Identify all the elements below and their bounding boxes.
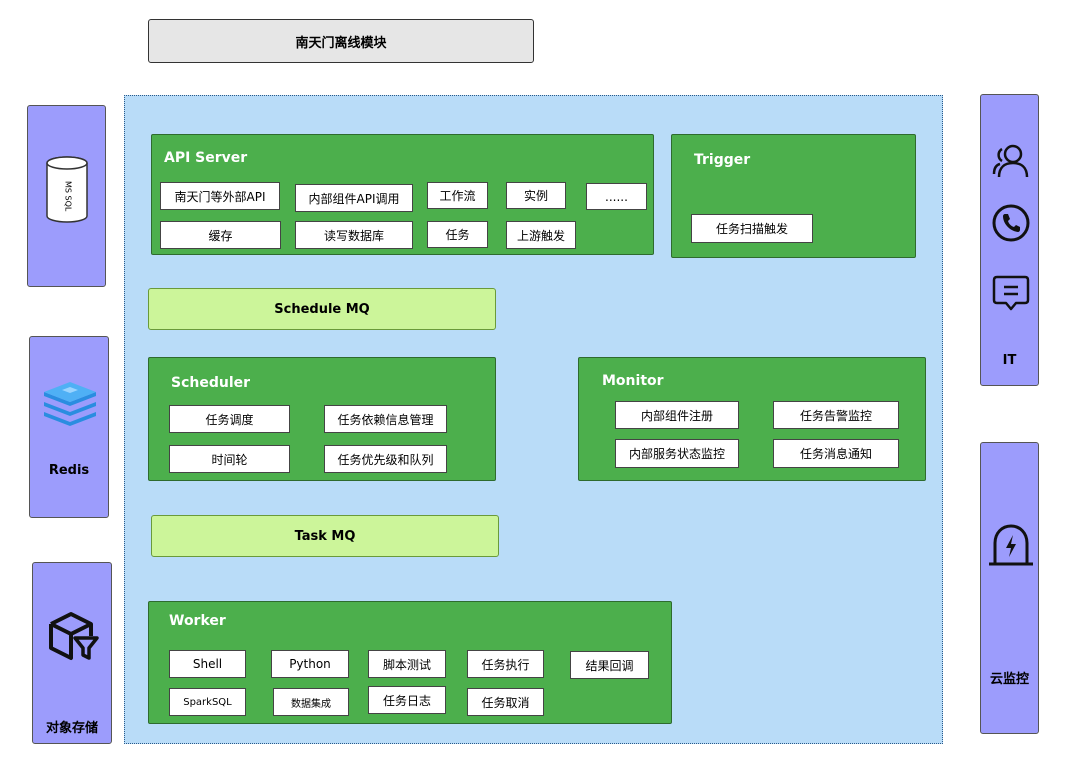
api-item-more: ...... — [586, 183, 647, 210]
worker-box: Worker Shell Python 脚本测试 任务执行 结果回调 Spark… — [148, 601, 672, 724]
scheduler-title: Scheduler — [171, 375, 251, 391]
monitor-item-register: 内部组件注册 — [615, 401, 739, 429]
module-title: 南天门离线模块 — [148, 19, 534, 63]
trigger-item-scan: 任务扫描触发 — [691, 214, 813, 243]
alarm-icon — [989, 524, 1033, 566]
monitor-title: Monitor — [602, 373, 664, 389]
task-mq: Task MQ — [151, 515, 499, 557]
api-server-title: API Server — [164, 150, 248, 166]
worker-item-python: Python — [271, 650, 349, 678]
storage-label: 对象存储 — [45, 721, 98, 736]
api-server-box: API Server 南天门等外部API 内部组件API调用 工作流 实例 ..… — [151, 134, 654, 255]
phone-icon — [992, 204, 1030, 242]
it-panel: IT — [980, 94, 1039, 386]
scheduler-item-timewheel: 时间轮 — [169, 445, 290, 473]
worker-item-log: 任务日志 — [368, 686, 446, 714]
api-item-task: 任务 — [427, 221, 488, 248]
users-icon — [992, 144, 1029, 178]
box-icon — [49, 612, 99, 660]
scheduler-item-dispatch: 任务调度 — [169, 405, 290, 433]
worker-item-execute: 任务执行 — [467, 650, 544, 678]
monitor-item-notify: 任务消息通知 — [773, 439, 899, 468]
worker-item-sparksql: SparkSQL — [169, 688, 246, 716]
worker-item-shell: Shell — [169, 650, 246, 678]
mssql-panel: MS SQL — [27, 105, 106, 287]
api-item-db: 读写数据库 — [295, 221, 413, 249]
cloud-monitor-label: 云监控 — [989, 672, 1029, 687]
api-item-internal-api: 内部组件API调用 — [295, 184, 413, 212]
api-item-upstream: 上游触发 — [506, 221, 576, 249]
scheduler-box: Scheduler 任务调度 任务依赖信息管理 时间轮 任务优先级和队列 — [148, 357, 496, 481]
api-item-workflow: 工作流 — [427, 182, 488, 209]
trigger-title: Trigger — [694, 152, 751, 168]
scheduler-item-priority: 任务优先级和队列 — [324, 445, 447, 473]
worker-item-script-test: 脚本测试 — [368, 650, 446, 678]
mssql-text: MS SQL — [63, 180, 73, 212]
schedule-mq: Schedule MQ — [148, 288, 496, 330]
api-item-cache: 缓存 — [160, 221, 281, 249]
worker-title: Worker — [169, 613, 226, 629]
worker-item-callback: 结果回调 — [570, 651, 649, 679]
worker-item-cancel: 任务取消 — [467, 688, 544, 716]
database-icon — [46, 156, 88, 223]
api-item-external-api: 南天门等外部API — [160, 182, 280, 210]
scheduler-item-deps: 任务依赖信息管理 — [324, 405, 447, 433]
api-item-instance: 实例 — [506, 182, 566, 209]
worker-item-integration: 数据集成 — [273, 688, 349, 716]
message-icon — [992, 275, 1030, 311]
redis-icon — [44, 382, 96, 426]
monitor-item-alert: 任务告警监控 — [773, 401, 899, 429]
monitor-item-status: 内部服务状态监控 — [615, 439, 739, 468]
redis-label: Redis — [48, 463, 90, 478]
monitor-box: Monitor 内部组件注册 任务告警监控 内部服务状态监控 任务消息通知 — [578, 357, 926, 481]
storage-panel: 对象存储 — [32, 562, 112, 744]
it-label: IT — [1002, 353, 1017, 368]
cloud-monitor-panel: 云监控 — [980, 442, 1039, 734]
redis-panel: Redis — [29, 336, 109, 518]
trigger-box: Trigger 任务扫描触发 — [671, 134, 916, 258]
